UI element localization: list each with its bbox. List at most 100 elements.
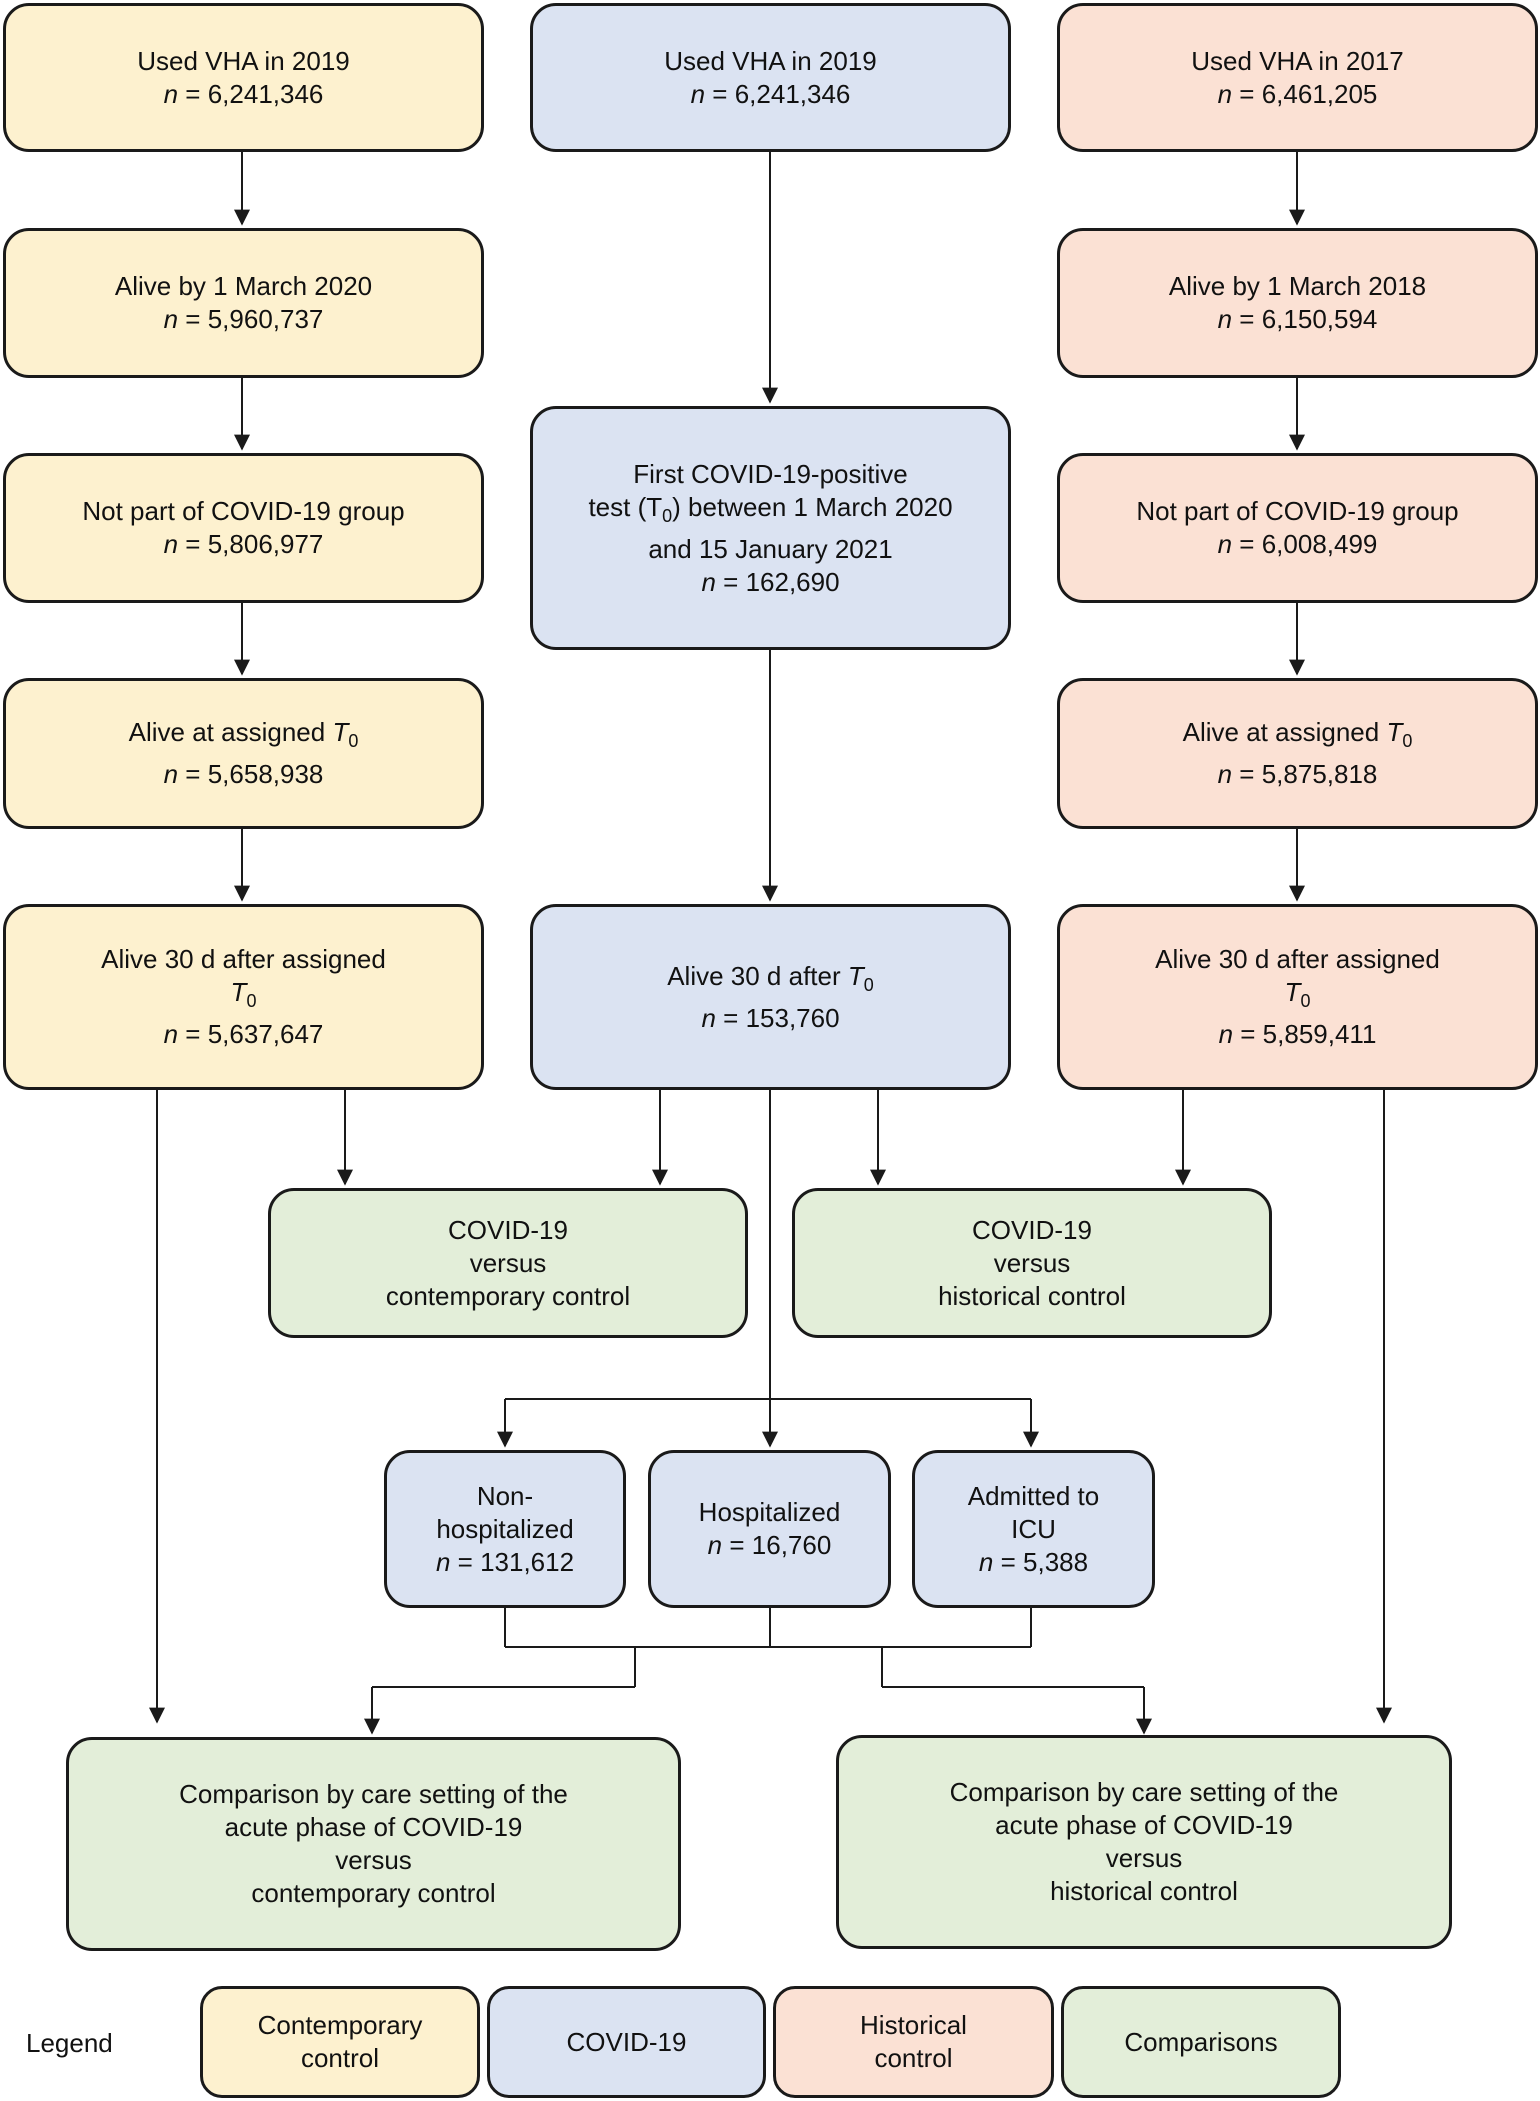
t0-subscript: 0 xyxy=(863,974,874,995)
t0-symbol: T xyxy=(1386,717,1403,747)
covid-used-vha-box: Used VHA in 2019 n = 6,241,346 xyxy=(530,3,1011,152)
count-value: 6,008,499 xyxy=(1261,529,1378,559)
care-comparison-historical-box: Comparison by care setting of the acute … xyxy=(836,1735,1452,1949)
contemporary-alive-march-box: Alive by 1 March 2020 n = 5,960,737 xyxy=(3,228,484,378)
n-eq: = xyxy=(178,78,208,109)
n-eq: = xyxy=(993,1546,1024,1577)
count-value: 6,461,205 xyxy=(1261,78,1378,109)
box-label: Alive by 1 March 2018 xyxy=(1168,271,1427,301)
box-line-2: acute phase of COVID-19 xyxy=(995,1810,1293,1840)
count-value: 16,760 xyxy=(751,1530,832,1560)
n-eq: = xyxy=(1232,529,1262,559)
count-value: 131,612 xyxy=(480,1546,575,1577)
t0-symbol: T xyxy=(230,977,247,1007)
n-eq: = xyxy=(722,1530,752,1560)
contemporary-used-vha-box: Used VHA in 2019 n = 6,241,346 xyxy=(3,3,484,152)
n-eq: = xyxy=(1232,78,1262,109)
box-line-3: contemporary control xyxy=(385,1280,631,1311)
n-eq: = xyxy=(178,304,208,334)
box-line-2b: ) between 1 March 2020 xyxy=(672,491,953,522)
box-line-2: acute phase of COVID-19 xyxy=(224,1812,523,1842)
box-line-4: contemporary control xyxy=(251,1878,496,1908)
legend-line-2: control xyxy=(300,2043,380,2073)
count-value: 5,388 xyxy=(1023,1546,1089,1577)
box-line-1: COVID-19 xyxy=(448,1214,568,1245)
legend-line-2: control xyxy=(874,2043,953,2073)
historical-used-vha-box: Used VHA in 2017 n = 6,461,205 xyxy=(1057,3,1538,152)
count-value: 5,637,647 xyxy=(207,1019,324,1049)
care-comparison-contemporary-box: Comparison by care setting of the acute … xyxy=(66,1737,681,1951)
count-value: 5,859,411 xyxy=(1262,1019,1377,1049)
n-symbol: n xyxy=(690,78,706,109)
n-symbol: n xyxy=(707,1530,723,1560)
t0-symbol: T xyxy=(1284,977,1301,1007)
contemporary-alive-t0-box: Alive at assigned T0 n = 5,658,938 xyxy=(3,678,484,829)
box-label: Alive 30 d after assigned xyxy=(1155,944,1440,974)
box-label: Used VHA in 2017 xyxy=(1191,45,1404,76)
comparison-contemporary-box: COVID-19 versus contemporary control xyxy=(268,1188,748,1338)
box-line-3: and 15 January 2021 xyxy=(648,533,893,564)
n-eq: = xyxy=(178,1019,208,1049)
box-label: Alive by 1 March 2020 xyxy=(114,271,373,301)
n-eq: = xyxy=(705,78,735,109)
care-nonhospitalized-box: Non- hospitalized n = 131,612 xyxy=(384,1450,626,1608)
n-eq: = xyxy=(178,529,208,559)
t0-subscript: 0 xyxy=(1300,991,1311,1011)
historical-not-covid-box: Not part of COVID-19 group n = 6,008,499 xyxy=(1057,453,1538,603)
covid-alive-30d-box: Alive 30 d after T0 n = 153,760 xyxy=(530,904,1011,1090)
t0-symbol: T xyxy=(332,717,349,747)
n-eq: = xyxy=(1233,1019,1263,1049)
box-label: Not part of COVID-19 group xyxy=(82,496,405,526)
n-symbol: n xyxy=(163,78,179,109)
n-symbol: n xyxy=(1217,304,1233,334)
n-eq: = xyxy=(178,759,208,789)
n-symbol: n xyxy=(163,1019,179,1049)
comparison-historical-box: COVID-19 versus historical control xyxy=(792,1188,1272,1338)
box-label: Alive at assigned xyxy=(128,717,326,747)
contemporary-alive-30d-box: Alive 30 d after assigned T0 n = 5,637,6… xyxy=(3,904,484,1090)
count-value: 5,806,977 xyxy=(207,529,324,559)
covid-first-positive-box: First COVID-19-positive test (T0) betwee… xyxy=(530,406,1011,650)
n-symbol: n xyxy=(978,1546,994,1577)
count-value: 6,241,346 xyxy=(207,78,324,109)
box-line-1: Hospitalized xyxy=(698,1497,841,1527)
legend-comparisons-swatch: Comparisons xyxy=(1061,1986,1341,2098)
box-line-3: versus xyxy=(1105,1843,1183,1873)
n-eq: = xyxy=(715,1002,746,1033)
n-eq: = xyxy=(1232,304,1262,334)
legend-line-1: Historical xyxy=(860,2010,967,2040)
count-value: 5,960,737 xyxy=(207,304,324,334)
box-line-2: hospitalized xyxy=(436,1513,574,1544)
count-value: 5,875,818 xyxy=(1261,759,1378,789)
legend-line-1: Contemporary xyxy=(257,2010,423,2040)
care-hospitalized-box: Hospitalized n = 16,760 xyxy=(648,1450,891,1608)
box-line-1: Comparison by care setting of the xyxy=(179,1779,568,1809)
contemporary-not-covid-box: Not part of COVID-19 group n = 5,806,977 xyxy=(3,453,484,603)
n-symbol: n xyxy=(163,304,179,334)
care-icu-box: Admitted to ICU n = 5,388 xyxy=(912,1450,1155,1608)
legend-covid-swatch: COVID-19 xyxy=(487,1986,766,2098)
t0-subscript: 0 xyxy=(246,991,257,1011)
box-line-1: Admitted to xyxy=(967,1480,1100,1511)
box-line-1: COVID-19 xyxy=(972,1214,1092,1245)
count-value: 153,760 xyxy=(745,1002,840,1033)
box-label: Alive at assigned xyxy=(1182,717,1380,747)
n-symbol: n xyxy=(1217,78,1233,109)
count-value: 6,241,346 xyxy=(734,78,851,109)
box-line-2a: test (T xyxy=(588,491,663,522)
box-line-2: versus xyxy=(993,1247,1071,1278)
box-label: Alive 30 d after xyxy=(667,960,841,991)
box-line-1: Non- xyxy=(476,1480,534,1511)
legend-title: Legend xyxy=(26,2028,113,2058)
n-symbol: n xyxy=(1218,1019,1234,1049)
box-label: Used VHA in 2019 xyxy=(137,45,350,76)
legend-line-1: COVID-19 xyxy=(566,2026,687,2057)
t0-symbol: T xyxy=(847,960,864,991)
box-label: Used VHA in 2019 xyxy=(664,45,877,76)
count-value: 6,150,594 xyxy=(1261,304,1378,334)
n-symbol: n xyxy=(163,759,179,789)
box-line-1: First COVID-19-positive xyxy=(633,458,908,489)
n-eq: = xyxy=(715,566,746,597)
